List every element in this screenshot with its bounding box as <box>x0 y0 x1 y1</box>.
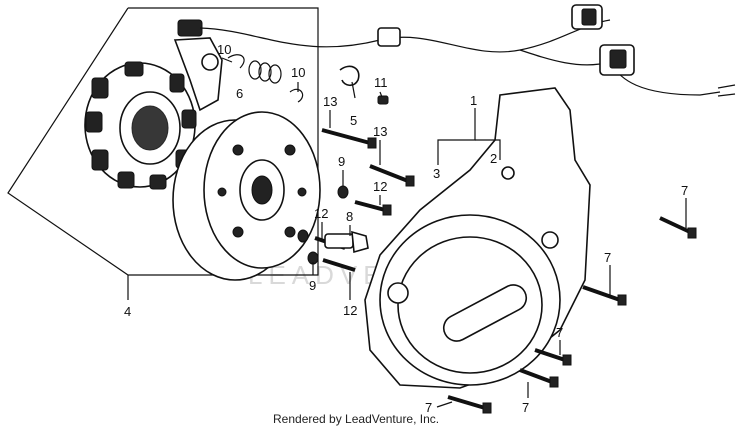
label-10-left: 10 <box>217 42 231 57</box>
washer-9-upper <box>337 185 349 199</box>
stator-coil <box>84 19 223 190</box>
footer-credit: Rendered by LeadVenture, Inc. <box>273 412 439 426</box>
label-8: 8 <box>346 209 353 224</box>
label-7-bottom-left: 7 <box>425 400 432 415</box>
part-labels: 10 10 6 5 11 13 13 9 12 12 8 9 12 4 1 2 … <box>124 42 688 415</box>
label-7-mid: 7 <box>604 250 611 265</box>
wiring-harness <box>199 4 736 97</box>
label-1: 1 <box>470 93 477 108</box>
label-11: 11 <box>374 75 388 90</box>
label-6: 6 <box>236 86 243 101</box>
bolt-12-upper <box>354 200 392 216</box>
label-12-mid: 12 <box>314 206 328 221</box>
label-9-lower: 9 <box>309 278 316 293</box>
label-4: 4 <box>124 304 131 319</box>
label-13-upper: 13 <box>323 94 337 109</box>
honda-emblem <box>442 284 528 342</box>
spring-clips <box>227 54 304 103</box>
bolt-7-lower-a <box>534 348 572 366</box>
label-7-bottom-right: 7 <box>522 400 529 415</box>
wire-grommet <box>339 65 360 87</box>
left-crankcase-cover <box>364 87 591 389</box>
bolt-12-lower <box>322 258 356 272</box>
bolt-7-lower-b <box>519 368 559 388</box>
label-7-lower: 7 <box>556 325 563 340</box>
bolt-8 <box>324 230 369 254</box>
label-12-upper: 12 <box>373 179 387 194</box>
label-9-upper: 9 <box>338 154 345 169</box>
label-12-lower: 12 <box>343 303 357 318</box>
leader-lines <box>221 57 687 408</box>
bolt-small-11 <box>377 95 389 105</box>
label-2: 2 <box>490 151 497 166</box>
label-10-right: 10 <box>291 65 305 80</box>
label-5: 5 <box>350 113 357 128</box>
bolt-7-mid <box>582 285 627 306</box>
flywheel-rotor <box>172 111 321 281</box>
bolt-13-lower <box>369 164 415 187</box>
label-3: 3 <box>433 166 440 181</box>
bolt-7-bottom <box>447 395 492 414</box>
washer-9-lower-a <box>297 229 309 243</box>
bolt-7-right <box>659 216 697 239</box>
label-7-right: 7 <box>681 183 688 198</box>
label-13-lower: 13 <box>373 124 387 139</box>
bolt-13-upper <box>321 128 377 149</box>
